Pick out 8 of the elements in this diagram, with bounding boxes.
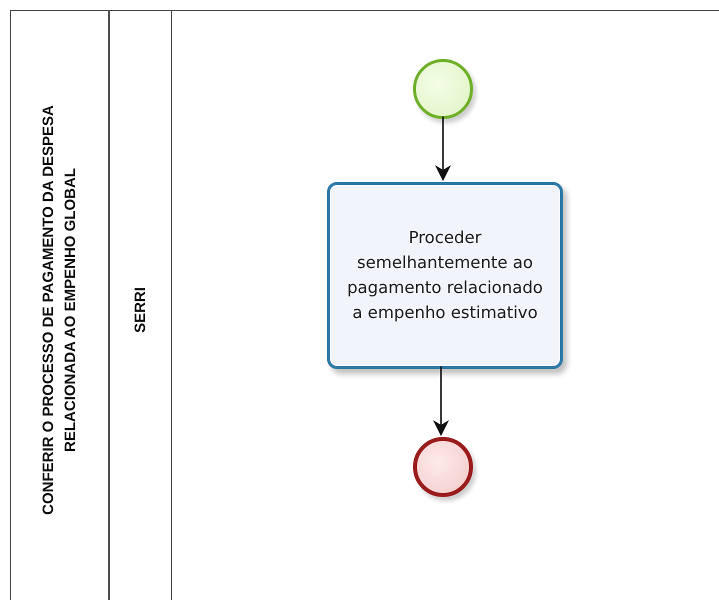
- lane-title: SERRI: [130, 286, 150, 334]
- start-event-circle: [413, 58, 473, 118]
- task-box: [327, 182, 563, 368]
- pool-title: CONFERIR O PROCESSO DE PAGAMENTO DA DESPESA RELACIONADA AO EMPENHO GLOBAL: [38, 104, 80, 517]
- end-event-circle: [413, 436, 473, 496]
- arrow: [433, 366, 449, 436]
- arrow: [435, 116, 451, 182]
- task-text: Proceder semelhantemente ao pagamento relacionado a empenho estimativo: [346, 227, 544, 324]
